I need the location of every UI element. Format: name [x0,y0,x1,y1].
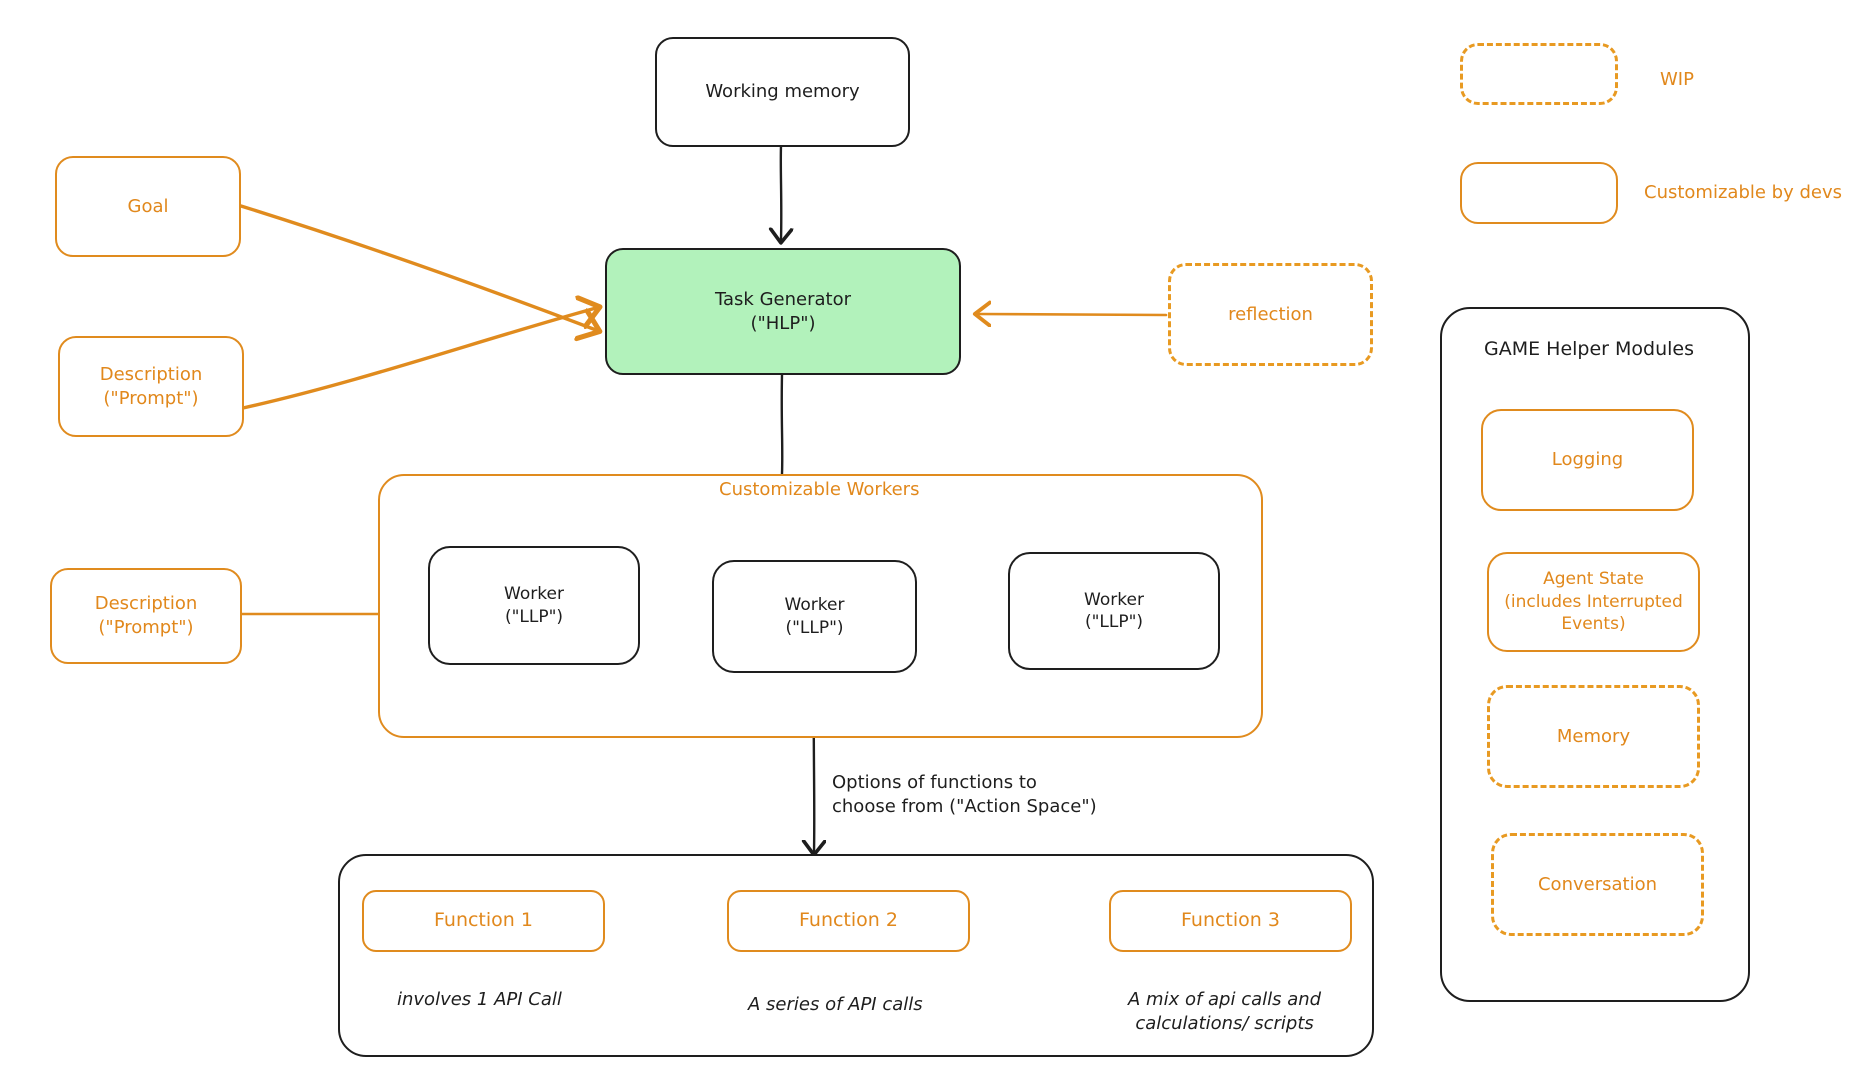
node-function-2-label: Function 2 [799,909,898,932]
legend-label-wip: WIP [1660,69,1694,90]
node-helper-conversation-label: Conversation [1537,873,1657,895]
node-worker-2[interactable]: Worker ("LLP") [712,560,917,673]
node-helper-logging[interactable]: Logging [1481,409,1694,511]
node-reflection-label: reflection [1228,303,1313,325]
node-description-prompt-top[interactable]: Description ("Prompt") [58,336,244,437]
legend-swatch-wip [1460,43,1618,105]
node-working-memory[interactable]: Working memory [655,37,910,147]
caption-function-1: involves 1 API Call [397,989,562,1010]
node-goal-label: Goal [127,195,169,217]
node-worker-1[interactable]: Worker ("LLP") [428,546,640,665]
caption-function-3: A mix of api calls and calculations/ scr… [1128,989,1322,1035]
node-goal[interactable]: Goal [55,156,241,257]
node-description-prompt-worker-label: Description ("Prompt") [94,593,198,638]
node-worker-3[interactable]: Worker ("LLP") [1008,552,1220,670]
node-task-generator-label: Task Generator ("HLP") [715,288,851,334]
node-function-2[interactable]: Function 2 [727,890,970,952]
node-helper-conversation[interactable]: Conversation [1491,833,1704,936]
edge-description-to-taskgenerator [241,308,596,410]
node-description-prompt-worker[interactable]: Description ("Prompt") [50,568,242,664]
node-helper-agent-state[interactable]: Agent State (includes Interrupted Events… [1487,552,1700,652]
node-helper-logging-label: Logging [1551,449,1624,471]
legend-label-customizable: Customizable by devs [1644,182,1842,203]
edge-reflection-to-taskgenerator [978,314,1168,315]
node-function-1[interactable]: Function 1 [362,890,605,952]
node-helper-memory-label: Memory [1556,725,1631,747]
edge-goal-to-taskgenerator [239,204,596,330]
node-reflection[interactable]: reflection [1168,263,1373,366]
edge-workingmemory-to-taskgenerator [781,144,782,240]
node-function-3-label: Function 3 [1181,909,1280,932]
node-worker-3-label: Worker ("LLP") [1084,589,1144,632]
container-customizable-workers-label: Customizable Workers [719,479,920,500]
node-helper-agent-state-label: Agent State (includes Interrupted Events… [1504,569,1683,635]
node-function-1-label: Function 1 [434,909,533,932]
container-functions [338,854,1374,1057]
node-worker-2-label: Worker ("LLP") [784,595,845,638]
node-function-3[interactable]: Function 3 [1109,890,1352,952]
node-task-generator[interactable]: Task Generator ("HLP") [605,248,961,375]
node-helper-memory[interactable]: Memory [1487,685,1700,788]
node-working-memory-label: Working memory [705,81,860,103]
caption-function-2: A series of API calls [748,994,923,1015]
node-description-prompt-top-label: Description ("Prompt") [99,363,203,409]
edge-taskgenerator-to-workers [780,373,784,476]
container-game-helper-modules-title: GAME Helper Modules [1484,338,1695,360]
node-worker-1-label: Worker ("LLP") [504,584,564,627]
legend-swatch-customizable [1460,162,1618,224]
edge-label-action-space: Options of functions to choose from ("Ac… [832,772,1097,818]
